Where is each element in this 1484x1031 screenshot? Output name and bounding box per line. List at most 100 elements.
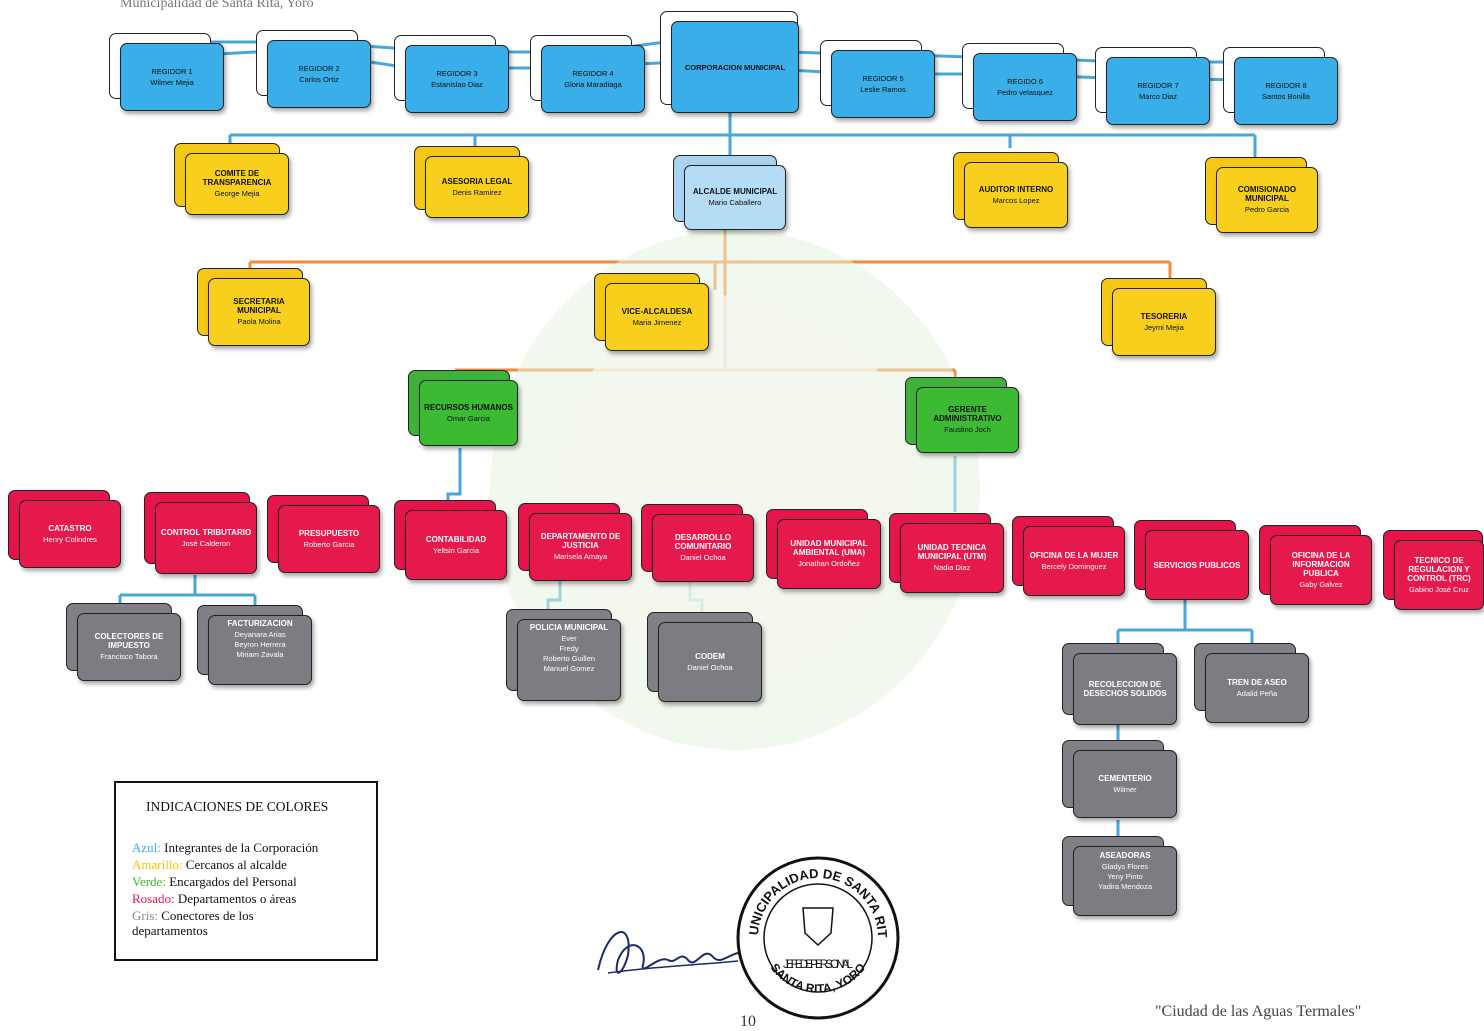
node-name: Manuel Gomez: [543, 664, 595, 673]
node-title: REGIDOR 1: [151, 66, 193, 76]
node-title: REGIDOR 2: [298, 63, 340, 73]
node-title: COLECTORES DE IMPUESTO: [94, 632, 164, 650]
node-title: RECOLECCION DE DESECHOS SOLIDOS: [1083, 680, 1167, 698]
legend-text: Conectores de los departamentos: [132, 908, 254, 938]
node-name: George Mejia: [214, 189, 260, 198]
node-title: CODEM: [695, 651, 725, 661]
node-name: Gaby Galvez: [1299, 579, 1343, 589]
node-title: ALCALDE MUNICIPAL: [692, 187, 778, 196]
node-title: CORPORACION MUNICIPAL: [684, 62, 786, 72]
node-title: TESORERIA: [1140, 311, 1188, 321]
node-name: Maria Jimenez: [632, 317, 682, 327]
legend-key: Verde:: [132, 874, 166, 889]
node-title: UNIDAD TECNICA MUNICIPAL (UTM): [917, 543, 987, 561]
node-name: Yeny Pinto: [1107, 872, 1143, 881]
legend-text: Cercanos al alcalde: [185, 857, 287, 872]
legend-text: Departamentos o áreas: [177, 891, 297, 906]
node-title: CONTABILIDAD: [425, 534, 487, 544]
node-title: CONTROL TRIBUTARIO: [160, 527, 252, 537]
node-title: COMISIONADO MUNICIPAL: [1237, 185, 1297, 203]
node-title: ASEADORAS: [1099, 851, 1151, 860]
node-title: VICE-ALCALDESA: [621, 306, 693, 316]
node-name: Santos Bonilla: [1262, 91, 1310, 101]
node-title: SECRETARIA MUNICIPAL: [233, 297, 285, 315]
node-name: Daniel Ochoa: [680, 553, 726, 562]
node-name: Fredy: [559, 644, 579, 653]
node-name: José Calderon: [181, 538, 231, 548]
node-title: COMITE DE TRANSPARENCIA: [202, 169, 272, 187]
node-title: REGIDOR 8: [1265, 80, 1307, 90]
node-name: Deyanara Arias: [234, 630, 286, 639]
node-name: Wilmer Mejia: [150, 77, 194, 87]
node-name: Wilmer: [1113, 784, 1137, 794]
node-name: Pedro Garcia: [1244, 205, 1290, 214]
color-legend: INDICACIONES DE COLORES Azul: Integrante…: [114, 781, 378, 961]
footer-text: "Ciudad de las Aguas Termales": [1155, 1003, 1362, 1020]
node-name: Adalid Peña: [1236, 688, 1278, 698]
municipal-seal-stamp: MUNICIPALIDAD DE SANTA RITA SANTA RITA, …: [733, 853, 900, 1020]
legend-key: Amarillo:: [132, 857, 183, 872]
legend-text: Encargados del Personal: [169, 874, 297, 889]
node-name: Ever: [561, 634, 577, 643]
node-title: POLICIA MUNICIPAL: [529, 623, 609, 632]
node-title: CEMENTERIO: [1098, 773, 1152, 783]
node-name: Marco Diaz: [1139, 91, 1177, 101]
node-title: REGIDOR 3: [436, 68, 478, 78]
page-number: 10: [740, 1013, 756, 1030]
node-name: Marisela Amaya: [553, 552, 608, 561]
node-name: Paola Molina: [237, 317, 281, 326]
node-name: Yeltsin Garcia: [433, 545, 479, 555]
node-name: Yadira Mendoza: [1097, 882, 1153, 891]
node-name: Estanislao Diaz: [431, 79, 483, 89]
node-name: Beyron Herrera: [234, 640, 286, 649]
node-title: TREN DE ASEO: [1227, 677, 1287, 687]
node-name: Marcos Lopez: [992, 195, 1040, 205]
node-title: ASESORIA LEGAL: [441, 176, 513, 186]
node-title: AUDITOR INTERNO: [978, 184, 1054, 194]
node-name: Gladys Flores: [1101, 862, 1149, 871]
legend-key: Rosado:: [132, 891, 175, 906]
legend-item-amarillo: Amarillo: Cercanos al alcalde: [132, 857, 372, 872]
node-title: FACTURIZACION: [227, 619, 293, 628]
node-name: Faustino Joch: [944, 425, 991, 434]
node-name: Jonathan Ordoñez: [798, 559, 860, 568]
node-title: REGIDOR 7: [1137, 80, 1179, 90]
node-name: Leslie Ramos: [860, 84, 906, 94]
node-title: REGIDOR 5: [862, 73, 904, 83]
node-title: REGIDOR 4: [572, 68, 614, 78]
node-title: OFICINA DE LA MUJER: [1029, 550, 1119, 560]
legend-item-azul: Azul: Integrantes de la Corporación: [132, 840, 372, 855]
node-title: REGIDO 6: [1007, 76, 1043, 86]
legend-item-verde: Verde: Encargados del Personal: [132, 874, 372, 889]
legend-text: Integrantes de la Corporación: [164, 840, 319, 855]
node-title: UNIDAD MUNICIPAL AMBIENTAL (UMA): [790, 539, 868, 557]
node-name: Jeymi Mejia: [1144, 322, 1184, 332]
node-name: Roberto Guillen: [542, 654, 596, 663]
node-name: Mario Caballero: [708, 198, 762, 207]
node-title: SERVICIOS PUBLICOS: [1153, 560, 1241, 570]
node-name: Carlos Ortiz: [299, 74, 339, 84]
node-name: Nadia Diaz: [933, 563, 971, 572]
node-title: GERENTE ADMINISTRATIVO: [933, 405, 1002, 423]
handwritten-signature: [597, 931, 739, 974]
legend-key: Azul:: [132, 840, 161, 855]
node-title: DEPARTAMENTO DE JUSTICIA: [540, 532, 621, 550]
node-name: Miriam Zavala: [236, 650, 284, 659]
node-name: Gloria Maradiaga: [564, 79, 622, 89]
node-title: DESARROLLO COMUNITARIO: [674, 533, 732, 551]
node-title: RECURSOS HUMANOS: [424, 402, 513, 412]
node-title: OFICINA DE LA INFORMACION PUBLICA: [1291, 550, 1351, 578]
header-text: Municipalidad de Santa Rita, Yoro: [120, 0, 314, 11]
legend-key: Gris:: [132, 908, 158, 923]
node-name: Henry Colindres: [43, 534, 97, 544]
legend-title: INDICACIONES DE COLORES: [146, 799, 329, 814]
node-title: TECNICO DE REGULACION Y CONTROL (TRC): [1407, 555, 1471, 583]
node-name: Gabino José Cruz: [1408, 584, 1470, 594]
node-name: Pedro velasquez: [997, 87, 1053, 97]
node-name: Denis Ramirez: [452, 187, 502, 197]
node-title: CATASTRO: [48, 523, 92, 533]
node-name: Daniel Ochoa: [687, 662, 733, 672]
